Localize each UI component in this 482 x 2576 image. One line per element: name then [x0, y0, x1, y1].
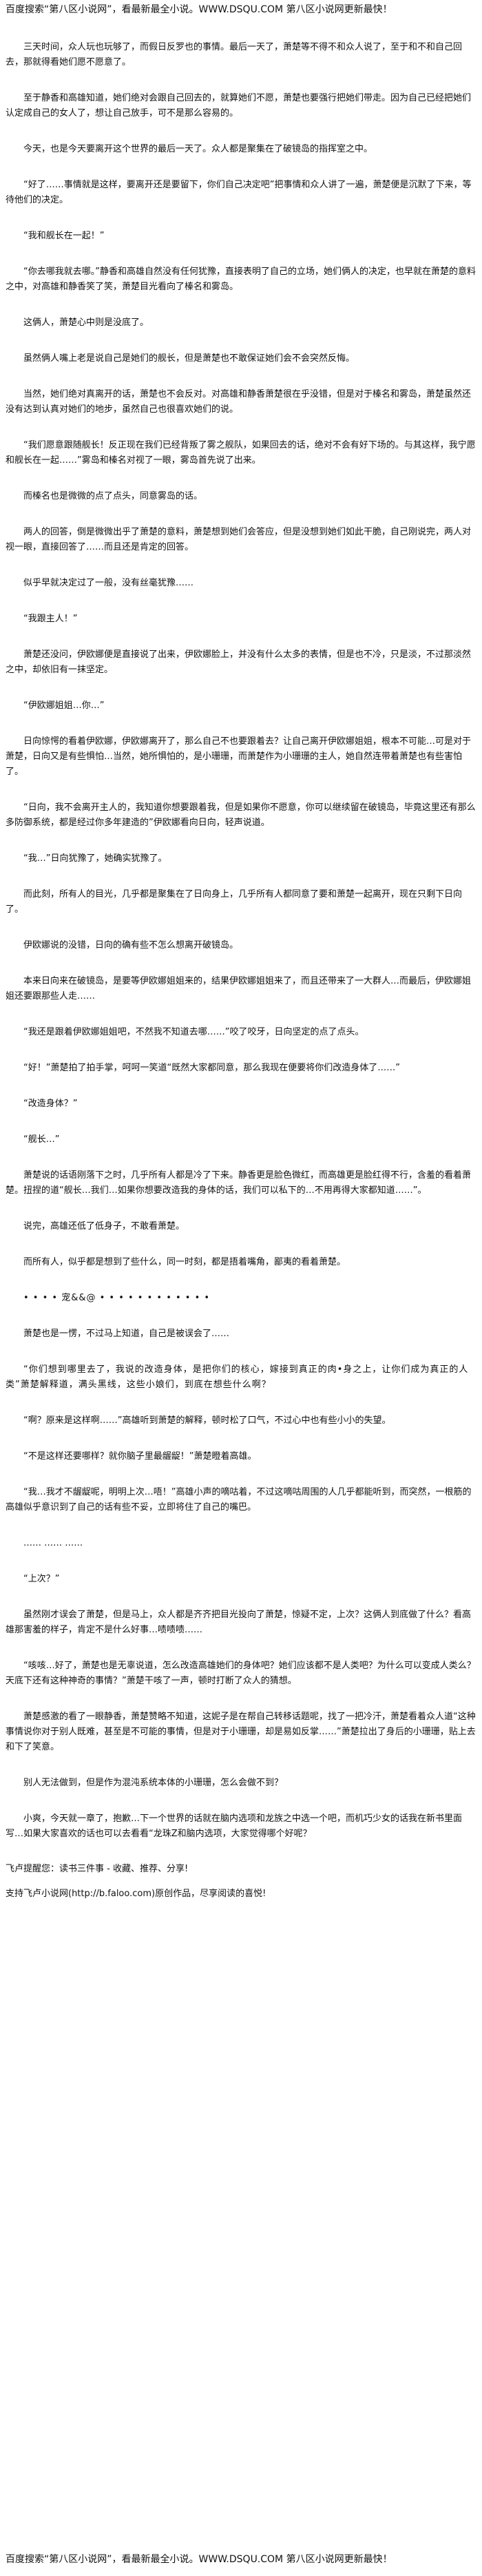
story-paragraph: “我和舰长在一起！” [23, 231, 105, 241]
story-paragraph: 说完，高雄还低了低身子，不敢看萧楚。 [23, 1221, 185, 1232]
bottom-site-banner: 百度搜索“第八区小说网”，看最新最全小说。WWW.DSQU.COM 第八区小说网… [6, 2554, 392, 2565]
story-paragraph: 虽然刚才误会了萧楚，但是马上，众人都是齐齐把目光投向了萧楚，惊疑不定，上次？这俩… [6, 1610, 472, 1635]
story-paragraph: 萧楚也是一愣，不过马上知道，自己是被误会了…… [23, 1329, 230, 1339]
story-paragraph: 似乎早就决定过了一般，没有丝毫犹豫…… [23, 578, 194, 588]
story-paragraph: “我们愿意跟随舰长！反正现在我们已经背叛了雾之舰队，如果回去的话，绝对不会有好下… [6, 440, 476, 466]
story-paragraph: 今天，也是今天要离开这个世界的最后一天了。众人都是聚集在了破镜岛的指挥室之中。 [23, 144, 373, 154]
top-site-banner: 百度搜索“第八区小说网”，看最新最全小说。WWW.DSQU.COM 第八区小说网… [6, 4, 392, 15]
story-paragraph: 萧楚感激的看了一眼静香，萧楚赞略不知道，这妮子是在帮自己转移话题呢，找了一把冷汗… [6, 1712, 476, 1752]
story-paragraph: 萧楚说的话语刚落下之时，几乎所有人都是冷了下来。静香更是脸色微红，而高雄更是脸红… [6, 1170, 472, 1196]
story-paragraph: “好了……事情就是这样，要离开还是要留下，你们自己决定吧”把事情和众人讲了一遍，… [6, 180, 472, 205]
footer-reading-tips: 飞卢提醒您：读书三件事 - 收藏、推荐、分享! [6, 1864, 189, 1874]
story-paragraph: • • • • 宠&&@ • • • • • • • • • • • • [23, 1293, 211, 1303]
story-paragraph: “我还是跟着伊欧娜姐姐吧，不然我不知道去哪……”咬了咬牙，日向坚定的点了点头。 [23, 1027, 364, 1037]
story-paragraph: 至于静香和高雄知道，她们绝对会跟自己回去的，就算她们不愿，萧楚也要强行把她们带走… [6, 93, 472, 118]
story-paragraph: …… …… …… [23, 1538, 83, 1548]
story-paragraph: “你们想到哪里去了，我说的改造身体，是把你们的核心，嫁接到真正的肉•身之上，让你… [6, 1364, 469, 1390]
story-paragraph: “日向，我不会离开主人的，我知道你想要跟着我，但是如果你不愿意，你可以继续留在破… [6, 802, 476, 828]
chapter-content: 三天时间，众人玩也玩够了，而假日反罗也的事情。最后一天了，萧楚等不得不和众人说了… [6, 40, 476, 1842]
story-paragraph: “舰长…” [23, 1134, 60, 1145]
story-paragraph: “我…我才不龌龊呢，明明上次…唔！”高雄小声的嘀咕着，不过这嘀咕周围的人几乎都能… [6, 1487, 472, 1513]
story-paragraph: 而此刻，所有人的目光，几乎都是聚集在了日向身上，几乎所有人都同意了要和萧楚一起离… [6, 889, 463, 915]
story-paragraph: “咳咳…好了，萧楚也是无辜说道，怎么改造高雄她们的身体吧？她们应该都不是人类吧？… [6, 1661, 476, 1686]
story-paragraph: “上次？” [23, 1574, 60, 1584]
story-paragraph: 小爽，今天就一章了，抱歉…下一个世界的话就在脑内选项和龙族之中选一个吧，而机巧少… [6, 1814, 463, 1839]
story-paragraph: 这俩人，萧楚心中则是没底了。 [23, 318, 149, 328]
story-paragraph: 虽然俩人嘴上老是说自己是她们的舰长，但是萧楚也不敢保证她们会不会突然反悔。 [23, 353, 355, 364]
story-paragraph: “伊欧娜姐姐…你…” [23, 700, 105, 711]
story-paragraph: 本来日向来在破镜岛，是要等伊欧娜姐姐来的，结果伊欧娜姐姐来了，而且还带来了一大群… [6, 976, 472, 1001]
story-paragraph: 三天时间，众人玩也玩够了，而假日反罗也的事情。最后一天了，萧楚等不得不和众人说了… [6, 42, 463, 67]
story-paragraph: 而榛名也是微微的点了点头，同意雾岛的话。 [23, 491, 203, 501]
story-paragraph: 别人无法做到，但是作为混沌系统本体的小珊珊，怎么会做不到？ [23, 1778, 284, 1788]
story-paragraph: 日向惊愕的看着伊欧娜，伊欧娜离开了，那么自己不也要跟着去？让自己离开伊欧娜姐姐，… [6, 736, 472, 777]
story-paragraph: “不是这样还要哪样？就你脑子里最龌龊！”萧楚瞪着高雄。 [23, 1451, 257, 1462]
story-paragraph: “改造身体？” [23, 1099, 78, 1109]
story-paragraph: “好！”萧楚拍了拍手掌，呵呵一笑道“既然大家都同意，那么我现在便要将你们改造身体… [23, 1063, 400, 1073]
story-paragraph: “我…”日向犹豫了，她确实犹豫了。 [23, 853, 167, 864]
story-paragraph: 两人的回答，倒是微微出乎了萧楚的意料，萧楚想到她们会答应，但是没想到她们如此干脆… [6, 527, 472, 552]
story-paragraph: 当然，她们绝对真离开的话，萧楚也不会反对。对高雄和静香萧楚很在乎没错，但是对于榛… [6, 389, 472, 415]
footer-support-link[interactable]: 支持飞卢小说网(http://b.faloo.com)原创作品，尽享阅读的喜悦! [6, 1889, 266, 1899]
story-paragraph: 伊欧娜说的没错，日向的确有些不怎么想离开破镜岛。 [23, 940, 239, 951]
story-paragraph: “你去哪我就去哪。”静香和高雄自然没有任何犹豫，直接表明了自己的立场，她们俩人的… [6, 267, 476, 292]
story-paragraph: 而所有人，似乎都是想到了些什么，同一时刻，都是捂着嘴角，鄙夷的看着萧楚。 [23, 1257, 346, 1267]
story-paragraph: 萧楚还没问，伊欧娜便是直接说了出来，伊欧娜脸上，并没有什么太多的表情，但是也不冷… [6, 650, 472, 675]
footer-notes: 飞卢提醒您：读书三件事 - 收藏、推荐、分享! 支持飞卢小说网(http://b… [6, 1862, 476, 1901]
story-paragraph: “啊？原来是这样啊……”高雄听到萧楚的解释，顿时松了口气，不过心中也有些小小的失… [23, 1415, 391, 1426]
story-paragraph: “我跟主人！” [23, 614, 78, 624]
